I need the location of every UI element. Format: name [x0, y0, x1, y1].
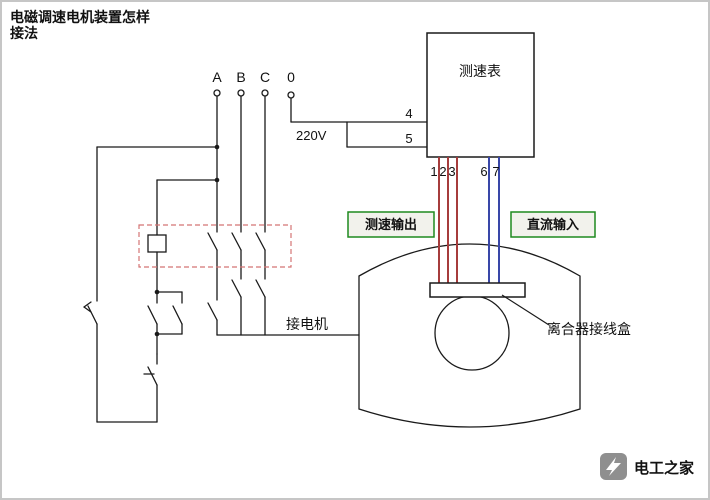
- svg-text:1: 1: [430, 164, 437, 179]
- phase-terminal-circles: [213, 89, 295, 99]
- svg-text:3: 3: [448, 164, 455, 179]
- contactor-coil: [147, 234, 167, 253]
- speed-output-wires: [438, 157, 458, 285]
- motor-shaft-circle: [434, 295, 510, 371]
- clutch-junction-box: [429, 282, 526, 298]
- dc-input-wires: [488, 157, 500, 285]
- motor-body: [358, 243, 581, 428]
- svg-text:测速输出: 测速输出: [365, 217, 417, 232]
- title-line-2: 接法: [10, 25, 38, 41]
- clutch-box-label: 离合器接线盒: [547, 321, 631, 337]
- tachometer-label: 测速表: [459, 63, 501, 79]
- junction-dots: [154, 144, 220, 337]
- phase-a-label: A: [212, 69, 222, 85]
- svg-text:6: 6: [480, 164, 487, 179]
- phase-0-label: 0: [287, 69, 295, 85]
- phase-c-label: C: [260, 69, 270, 85]
- title-line-1: 电磁调速电机装置怎样: [10, 9, 150, 25]
- dc-input-label-box: 直流输入: [510, 211, 596, 238]
- svg-text:2: 2: [439, 164, 446, 179]
- terminal-5-label: 5: [405, 131, 412, 146]
- terminal-4-label: 4: [405, 106, 412, 121]
- svg-text:直流输入: 直流输入: [527, 217, 579, 232]
- contactor-dashed-box: [138, 224, 292, 268]
- phase-b-label: B: [236, 69, 245, 85]
- watermark: 电工之家: [600, 453, 694, 480]
- voltage-label: 220V: [296, 128, 327, 143]
- speed-output-label-box: 测速输出: [347, 211, 435, 238]
- clutch-box-leader-line: [501, 294, 550, 326]
- tachometer-terminal-numbers: 1 2 3 6 7: [430, 164, 499, 179]
- svg-text:7: 7: [492, 164, 499, 179]
- brand-name: 电工之家: [634, 459, 694, 477]
- lightning-glyph-icon: [606, 457, 621, 476]
- tachometer-box: [426, 32, 535, 158]
- circuit-wires: [83, 95, 428, 423]
- motor-connect-label: 接电机: [286, 316, 328, 332]
- diagram-text-labels: 电磁调速电机装置怎样 接法 A B C 0 220V 4 5 接电机 离合器接线…: [10, 9, 631, 337]
